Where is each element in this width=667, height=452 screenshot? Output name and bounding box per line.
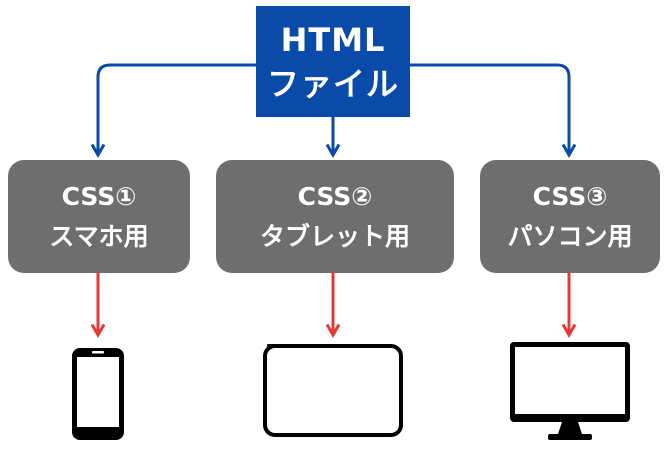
css3-title: CSS③ [532,181,608,211]
smartphone-icon [72,348,124,440]
html-file-line1: HTML [280,20,386,59]
html-file-box: HTML ファイル [256,6,410,117]
tablet-icon [263,344,403,437]
css1-smartphone-box: CSS① スマホ用 [8,160,190,273]
css2-label: タブレット用 [259,221,410,251]
css1-label: スマホ用 [49,221,149,251]
desktop-monitor-icon [510,342,630,440]
html-file-line2: ファイル [266,64,399,103]
css2-tablet-box: CSS② タブレット用 [216,160,454,273]
css1-title: CSS① [61,181,137,211]
css3-label: パソコン用 [507,221,633,251]
connector-root-to-css1 [90,63,256,159]
connector-root-to-css3 [410,63,577,159]
css3-pc-box: CSS③ パソコン用 [480,160,660,273]
css2-title: CSS② [297,181,373,211]
